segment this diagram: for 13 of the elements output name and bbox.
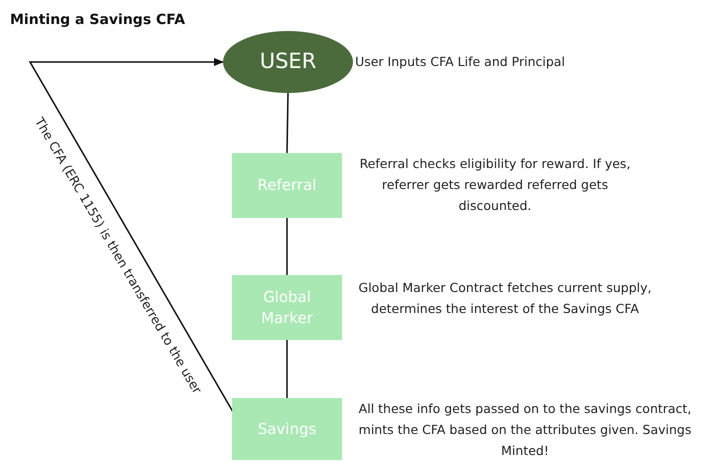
connector-line [286,92,289,154]
node-description: All these info gets passed on to the savings contract, mints the CFA based on the attributes given. Savings Minted! [358,400,692,460]
node-description: Referral checks eligibility for reward. If yes, referrer gets rewarded referred gets discounted. [358,155,632,215]
process-box: Savings [232,398,342,460]
process-box: Referral [232,153,342,218]
connector-line [286,340,288,398]
diagram-title: Minting a Savings CFA [10,12,186,28]
user-ellipse: USER [223,31,353,93]
node-description: Global Marker Contract fetches current supply, determines the interest of the Savings CFA [358,279,652,318]
connector-line [286,218,288,275]
process-box: Global Marker [232,275,342,340]
node-description: User Inputs CFA Life and Principal [354,53,566,71]
arrow [28,58,234,412]
